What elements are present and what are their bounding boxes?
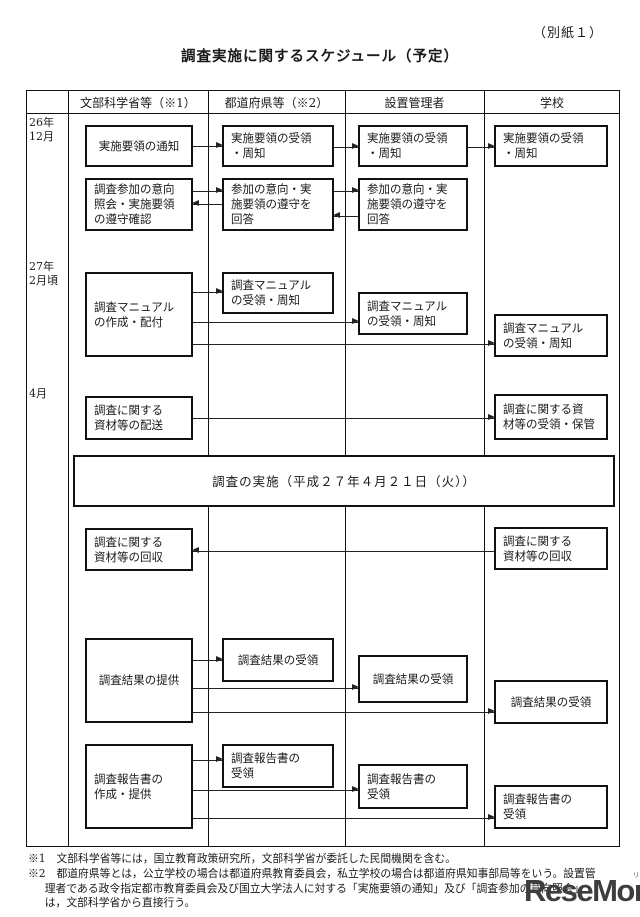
- box-intent-reply-manager: 参加の意向・実 施要領の遵守を 回答: [358, 178, 468, 231]
- column-header-pref: 都道府県等（※2）: [224, 96, 329, 110]
- box-materials-recv-school: 調査に関する資 材等の受領・保管: [494, 394, 608, 440]
- arrow-intent-pref-mext: [192, 200, 222, 207]
- box-intent-reply-pref: 参加の意向・実 施要領の遵守を 回答: [222, 178, 334, 231]
- resemom-watermark: リセマム ReseMom.: [524, 872, 640, 908]
- column-header-school: 学校: [539, 96, 564, 110]
- grid-header-rule: [26, 113, 620, 115]
- footnote-1: ※1 文部科学省等には，国立教育政策研究所，文部科学省が委託した民間機関を含む。: [28, 852, 456, 865]
- arrow-intent-manager-pref: [333, 212, 358, 219]
- box-report-recv-manager: 調査報告書の 受領: [358, 764, 468, 809]
- box-manual-recv-pref: 調査マニュアル の受領・周知: [222, 272, 334, 314]
- arrow-manual-mext-pref: [193, 288, 223, 295]
- box-materials-send: 調査に関する 資材等の配送: [85, 396, 193, 440]
- arrow-manual-mext-school: [193, 340, 495, 347]
- box-result-recv-school: 調査結果の受領: [494, 680, 608, 724]
- footnote-2: ※2 都道府県等とは，公立学校の場合は都道府県教育委員会，私立学校の場合は都道府…: [28, 866, 596, 910]
- arrow-result-mext-manager: [193, 684, 359, 691]
- time-label-feb27: 27年 2月頃: [29, 260, 58, 287]
- box-collect-school: 調査に関する 資材等の回収: [494, 527, 608, 570]
- box-manual-make: 調査マニュアル の作成・配付: [85, 272, 193, 357]
- footnotes: ※1 文部科学省等には，国立教育政策研究所，文部科学省が委託した民間機関を含む。…: [28, 852, 622, 911]
- box-intent-ask: 調査参加の意向 照会・実施要領 の遵守確認: [85, 178, 193, 231]
- column-header-manager: 設置管理者: [384, 96, 445, 110]
- arrow-intent-mext-pref: [193, 187, 223, 194]
- arrow-report-mext-pref: [193, 756, 223, 763]
- column-header-mext: 文部科学省等（※1）: [80, 96, 196, 110]
- box-manual-recv-school: 調査マニュアル の受領・周知: [494, 314, 608, 357]
- time-label-april: 4月: [29, 387, 47, 400]
- arrow-collect-school-mext: [192, 547, 494, 554]
- arrow-intent-pref-manager: [334, 187, 359, 194]
- box-implementation: 調査の実施（平成２７年４月２１日（火））: [73, 455, 615, 507]
- box-report-make: 調査報告書の 作成・提供: [85, 744, 193, 829]
- arrow-youryou-mext-pref: [193, 142, 223, 149]
- grid-vline-time: [68, 90, 70, 847]
- box-notify-youryou: 実施要領の通知: [85, 125, 193, 167]
- box-manual-recv-manager: 調査マニュアル の受領・周知: [358, 292, 468, 335]
- resemom-logo: ReseMom.: [524, 873, 640, 908]
- box-result-recv-pref: 調査結果の受領: [222, 638, 334, 682]
- box-result-give: 調査結果の提供: [85, 638, 193, 723]
- arrow-materials-mext-school: [193, 414, 495, 421]
- box-report-recv-school: 調査報告書の 受領: [494, 785, 608, 829]
- box-result-recv-manager: 調査結果の受領: [358, 655, 468, 703]
- corner-note: （別紙１）: [533, 26, 604, 41]
- page-title: 調査実施に関するスケジュール（予定）: [181, 48, 459, 65]
- arrow-manual-mext-manager: [193, 318, 359, 325]
- box-report-recv-pref: 調査報告書の 受領: [222, 744, 334, 788]
- box-recv-youryou-school: 実施要領の受領 ・周知: [494, 125, 608, 167]
- schedule-table-frame: [26, 90, 620, 847]
- box-collect-mext: 調査に関する 資材等の回収: [85, 528, 193, 571]
- arrow-youryou-manager-school: [468, 143, 495, 150]
- time-label-dec26: 26年 12月: [29, 116, 54, 143]
- arrow-report-mext-manager: [193, 786, 359, 793]
- box-recv-youryou-manager: 実施要領の受領 ・周知: [358, 125, 468, 167]
- arrow-youryou-pref-manager: [334, 143, 359, 150]
- arrow-result-mext-school: [193, 708, 495, 715]
- arrow-report-mext-school: [193, 814, 495, 821]
- box-recv-youryou-pref: 実施要領の受領 ・周知: [222, 125, 334, 167]
- arrow-result-mext-pref: [193, 656, 223, 663]
- resemom-watermark-katakana: リセマム: [633, 872, 640, 879]
